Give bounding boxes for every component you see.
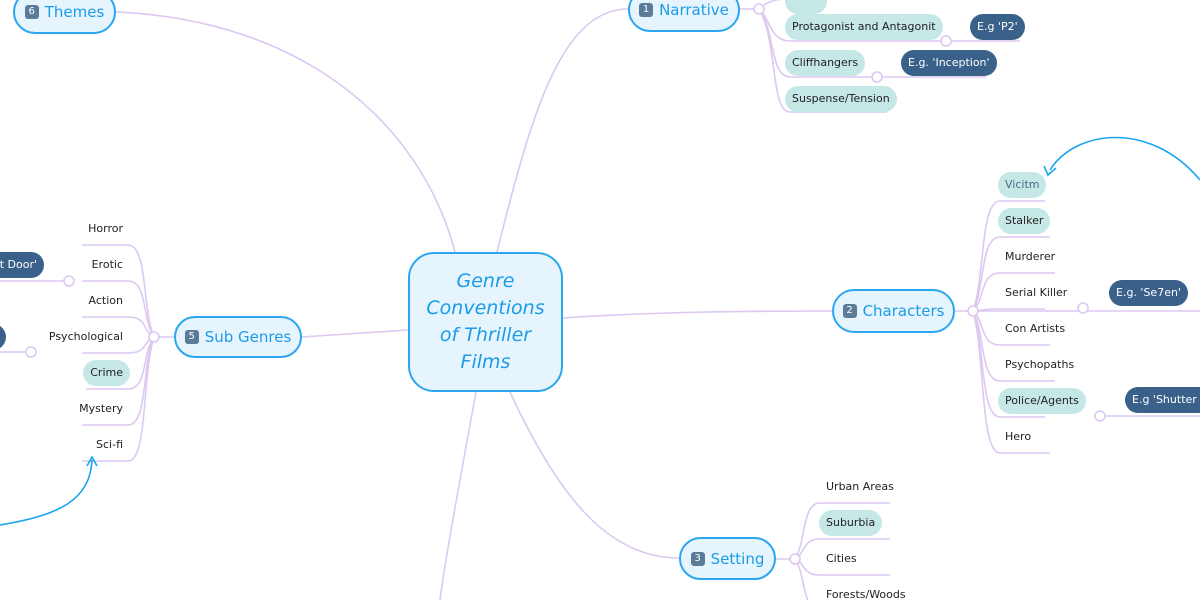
list-item[interactable]: Stalker	[998, 208, 1051, 234]
list-item[interactable]: Forests/Woods	[826, 588, 906, 601]
branch-line	[82, 336, 155, 426]
branch-setting	[509, 391, 680, 559]
list-item[interactable]: Erotic	[91, 258, 123, 271]
branch-line	[82, 244, 155, 338]
list-item[interactable]: Hero	[1005, 430, 1032, 443]
list-item[interactable]: Crime	[83, 360, 130, 386]
branch-line	[972, 310, 1055, 382]
branch-characters	[562, 310, 833, 319]
branch-line	[972, 310, 1045, 418]
branch-line	[972, 310, 1050, 454]
relation-arrow-scifi	[0, 459, 93, 526]
number-badge: 5	[184, 330, 199, 344]
central-topic[interactable]: Genre Conventions of Thriller Films	[408, 252, 563, 392]
list-item[interactable]: Psychological	[48, 330, 123, 343]
branch-line	[972, 200, 1045, 312]
example-pill-hidden[interactable]	[0, 324, 6, 350]
list-item[interactable]: Action	[88, 294, 123, 307]
list-item[interactable]: Psychopaths	[1005, 358, 1075, 371]
example-pill[interactable]: E.g. 'Inception'	[901, 50, 997, 76]
number-badge: 2	[842, 304, 857, 318]
list-item[interactable]: Urban Areas	[826, 480, 894, 493]
list-item[interactable]: Police/Agents	[998, 388, 1086, 414]
branch-line	[972, 236, 1050, 312]
list-item[interactable]: Cities	[826, 552, 857, 565]
number-badge: 3	[690, 551, 705, 566]
branch-line	[794, 558, 809, 600]
list-item[interactable]: Con Artists	[1005, 322, 1066, 335]
narrative-item[interactable]: Cliffhangers	[785, 50, 866, 76]
example-pill[interactable]: E.g. 'Se7en'	[1109, 280, 1188, 306]
branch-line	[82, 336, 155, 462]
relation-arrow-vicitm	[1049, 136, 1200, 181]
list-item[interactable]: Vicitm	[998, 172, 1047, 198]
list-item[interactable]: Sci-fi	[96, 438, 123, 451]
number-badge: 1	[639, 3, 654, 17]
branch-line	[794, 502, 890, 560]
branch-narrative	[496, 8, 629, 253]
example-pill[interactable]: xt Door'	[0, 252, 44, 278]
example-pill[interactable]: E.g 'P2'	[970, 14, 1025, 40]
narrative-item-hidden[interactable]	[785, 0, 827, 14]
narrative-item[interactable]: Protagonist and Antagonit	[785, 14, 943, 40]
list-item[interactable]: Mystery	[79, 402, 123, 415]
list-item[interactable]: Horror	[88, 222, 123, 235]
narrative-item[interactable]: Suspense/Tension	[785, 86, 897, 112]
branch-subgenres	[301, 329, 409, 338]
list-item[interactable]: Murderer	[1005, 250, 1056, 263]
number-badge: 6	[24, 5, 39, 19]
list-item[interactable]: Suburbia	[819, 510, 883, 536]
branch-line	[86, 336, 155, 390]
branch-down	[439, 391, 477, 600]
branch-line	[82, 280, 155, 338]
example-pill[interactable]: E.g 'Shutter Is	[1125, 387, 1200, 413]
branch-themes	[115, 11, 456, 253]
list-item[interactable]: Serial Killer	[1005, 286, 1068, 299]
